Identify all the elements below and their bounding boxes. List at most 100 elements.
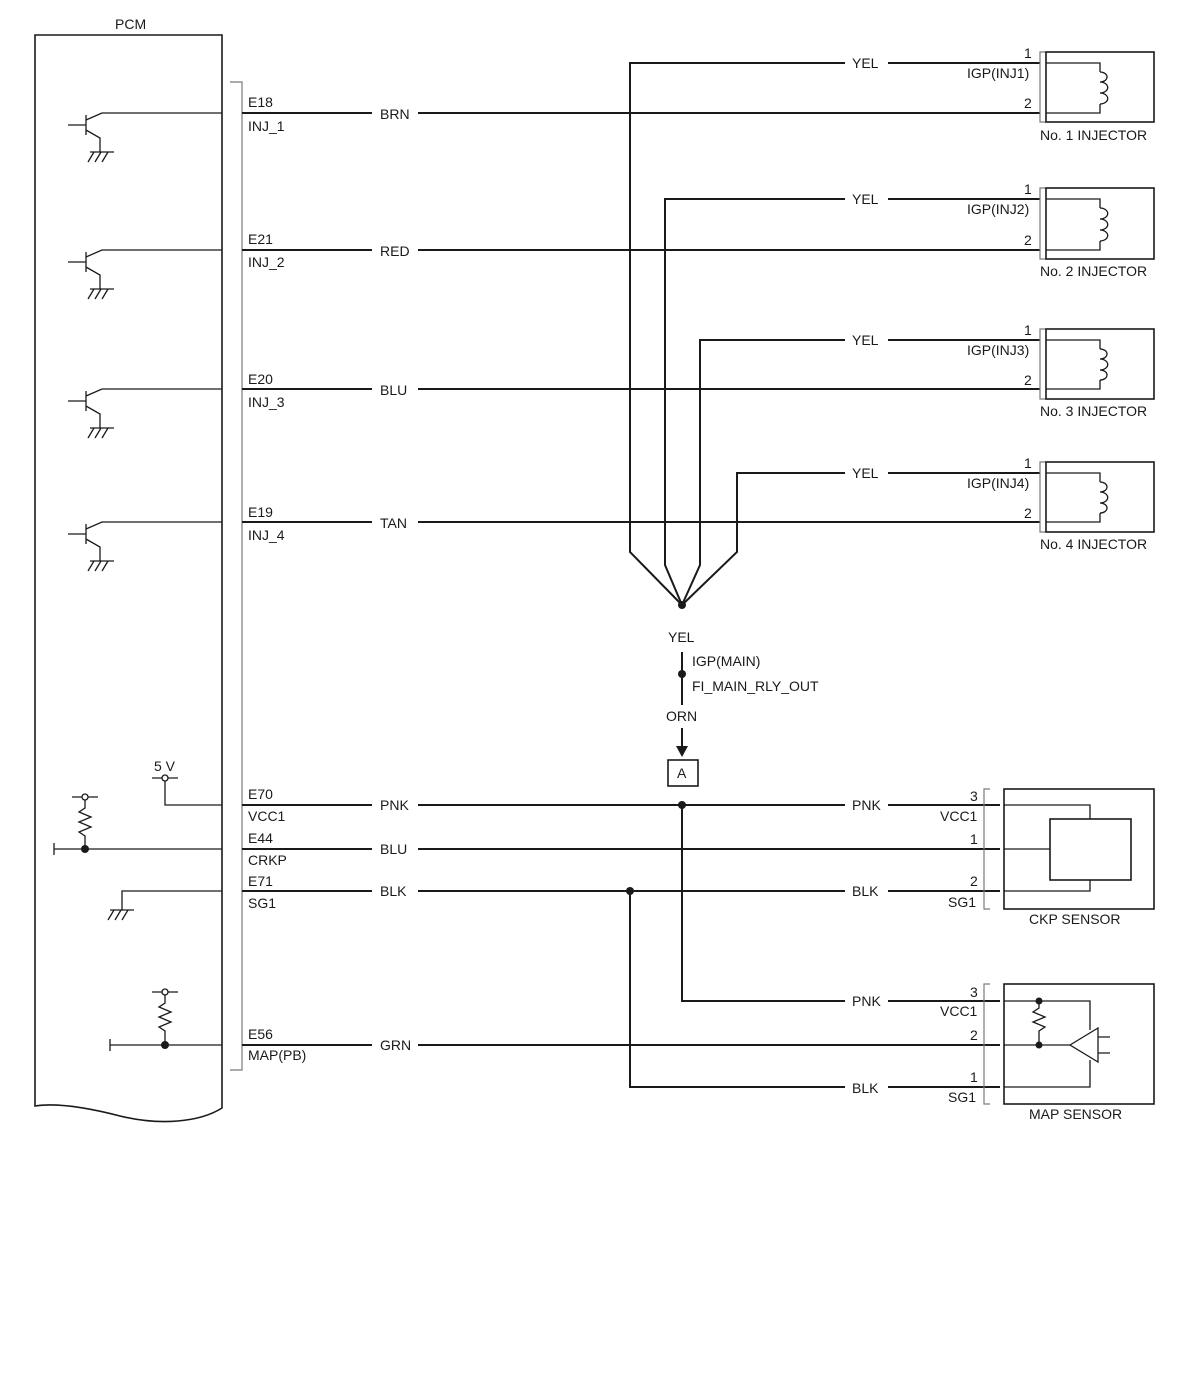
injector-1-pin-1: 1: [1024, 45, 1032, 61]
injector-4-pin-2: 2: [1024, 505, 1032, 521]
pcm-block: PCM: [34, 16, 243, 1123]
vcc1-wire: E70 VCC1 PNK: [242, 786, 1000, 1002]
fi-main-rly-out-label: FI_MAIN_RLY_OUT: [692, 678, 819, 694]
ckp-pin-1: 1: [970, 831, 978, 847]
pcm-map-pullup: [109, 988, 222, 1051]
injector-2: 1 IGP(INJ2) 2 No. 2 INJECTOR: [967, 181, 1155, 279]
main-relay-feed: YEL IGP(MAIN) FI_MAIN_RLY_OUT ORN A: [666, 629, 819, 787]
ckp-pin-2: 2: [970, 873, 978, 889]
injector-3: 1 IGP(INJ3) 2 No. 3 INJECTOR: [967, 322, 1155, 419]
pcm-connector-bracket: [230, 81, 243, 1071]
wire-color-pnk: PNK: [380, 797, 409, 813]
injector-3-pin-1: 1: [1024, 322, 1032, 338]
ckp-vcc-wire-color: PNK: [852, 797, 881, 813]
pcm-outline: [34, 34, 223, 1123]
injector-4-name: No. 4 INJECTOR: [1040, 536, 1147, 552]
injector-4-pin-1: 1: [1024, 455, 1032, 471]
wire-color-yel-3: YEL: [852, 332, 879, 348]
wire-color-red: RED: [380, 243, 410, 259]
terminal-e19: E19: [248, 504, 273, 520]
injector-3-name: No. 3 INJECTOR: [1040, 403, 1147, 419]
terminal-e71: E71: [248, 873, 273, 889]
signal-inj-4: INJ_4: [248, 527, 285, 543]
terminal-e18: E18: [248, 94, 273, 110]
injector-1-pin-2: 2: [1024, 95, 1032, 111]
injector-2-supply-label: IGP(INJ2): [967, 201, 1029, 217]
injector-control-wire-2: E21 INJ_2 RED: [242, 231, 1040, 270]
pcm-title: PCM: [115, 16, 146, 32]
crkp-wire: E44 CRKP BLU: [242, 830, 1000, 868]
wire-color-yel-2: YEL: [852, 191, 879, 207]
injector-control-wire-3: E20 INJ_3 BLU: [242, 371, 1040, 410]
injector-1-supply-label: IGP(INJ1): [967, 65, 1029, 81]
ckp-sg-label: SG1: [948, 894, 976, 910]
ref-voltage-label: 5 V: [154, 758, 176, 774]
signal-sg1: SG1: [248, 895, 276, 911]
injector-control-wire-4: E19 INJ_4 TAN: [242, 504, 1040, 543]
injector-3-supply-label: IGP(INJ3): [967, 342, 1029, 358]
wire-color-blu-crkp: BLU: [380, 841, 407, 857]
injector-supply-wires: YEL YEL YEL YEL: [629, 55, 1040, 609]
junction-dot-main: [678, 670, 686, 678]
injector-4: 1 IGP(INJ4) 2 No. 4 INJECTOR: [967, 455, 1155, 552]
ckp-sg-wire-color: BLK: [852, 883, 879, 899]
ckp-sensor-name: CKP SENSOR: [1029, 911, 1121, 927]
injector-1: 1 IGP(INJ1) 2 No. 1 INJECTOR: [967, 45, 1155, 143]
wire-color-blk: BLK: [380, 883, 407, 899]
arrow-down-icon: [676, 746, 688, 757]
injector-2-pin-1: 1: [1024, 181, 1032, 197]
connector-a-box: [667, 759, 699, 787]
map-sensor: PNK BLK 3 VCC1 2 1 SG1 MAP SENSOR: [852, 983, 1155, 1122]
injector-control-wire-1: E18 INJ_1 BRN: [242, 94, 1040, 134]
out-wire-color-orn: ORN: [666, 708, 697, 724]
wire-color-brn: BRN: [380, 106, 410, 122]
joint-wire-color-yel: YEL: [668, 629, 695, 645]
terminal-e21: E21: [248, 231, 273, 247]
map-vcc-wire-color: PNK: [852, 993, 881, 1009]
sg1-wire: E71 SG1 BLK: [242, 873, 1000, 1088]
injector-4-supply-label: IGP(INJ4): [967, 475, 1029, 491]
driver-transistor-2: [68, 249, 222, 300]
splice-point-injectors: [678, 601, 686, 609]
driver-transistor-3: [68, 388, 222, 439]
ckp-sensor: PNK BLK 3 VCC1 1 2 SG1 CKP SENSOR: [852, 788, 1155, 927]
signal-crkp: CRKP: [248, 852, 287, 868]
map-sg-label: SG1: [948, 1089, 976, 1105]
wire-color-blu: BLU: [380, 382, 407, 398]
signal-inj-3: INJ_3: [248, 394, 285, 410]
map-signal-wire: E56 MAP(PB) GRN: [242, 1026, 1000, 1063]
terminal-e70: E70: [248, 786, 273, 802]
wire-color-yel-1: YEL: [852, 55, 879, 71]
ckp-pin-3: 3: [970, 788, 978, 804]
injector-2-pin-2: 2: [1024, 232, 1032, 248]
map-sg-wire-color: BLK: [852, 1080, 879, 1096]
pcm-vcc-5v-source: 5 V: [152, 758, 222, 806]
ckp-vcc-label: VCC1: [940, 808, 978, 824]
map-pin-2: 2: [970, 1027, 978, 1043]
pcm-sg1-ground: [107, 890, 222, 921]
driver-transistor-4: [68, 521, 222, 572]
signal-inj-1: INJ_1: [248, 118, 285, 134]
wire-color-yel-4: YEL: [852, 465, 879, 481]
wire-color-tan: TAN: [380, 515, 407, 531]
amplifier-icon: [1068, 1026, 1099, 1064]
wire-color-grn: GRN: [380, 1037, 411, 1053]
injector-1-name: No. 1 INJECTOR: [1040, 127, 1147, 143]
terminal-e44: E44: [248, 830, 273, 846]
injector-2-name: No. 2 INJECTOR: [1040, 263, 1147, 279]
signal-map-pb: MAP(PB): [248, 1047, 306, 1063]
driver-transistor-1: [68, 112, 222, 163]
terminal-e56: E56: [248, 1026, 273, 1042]
map-sensor-name: MAP SENSOR: [1029, 1106, 1122, 1122]
map-pin-1: 1: [970, 1069, 978, 1085]
signal-inj-2: INJ_2: [248, 254, 285, 270]
terminal-e20: E20: [248, 371, 273, 387]
signal-vcc1: VCC1: [248, 808, 286, 824]
igp-main-label: IGP(MAIN): [692, 653, 760, 669]
map-vcc-label: VCC1: [940, 1003, 978, 1019]
map-pin-3: 3: [970, 984, 978, 1000]
connector-a-label: A: [677, 765, 687, 781]
pcm-crkp-pullup: [53, 793, 222, 855]
injector-3-pin-2: 2: [1024, 372, 1032, 388]
